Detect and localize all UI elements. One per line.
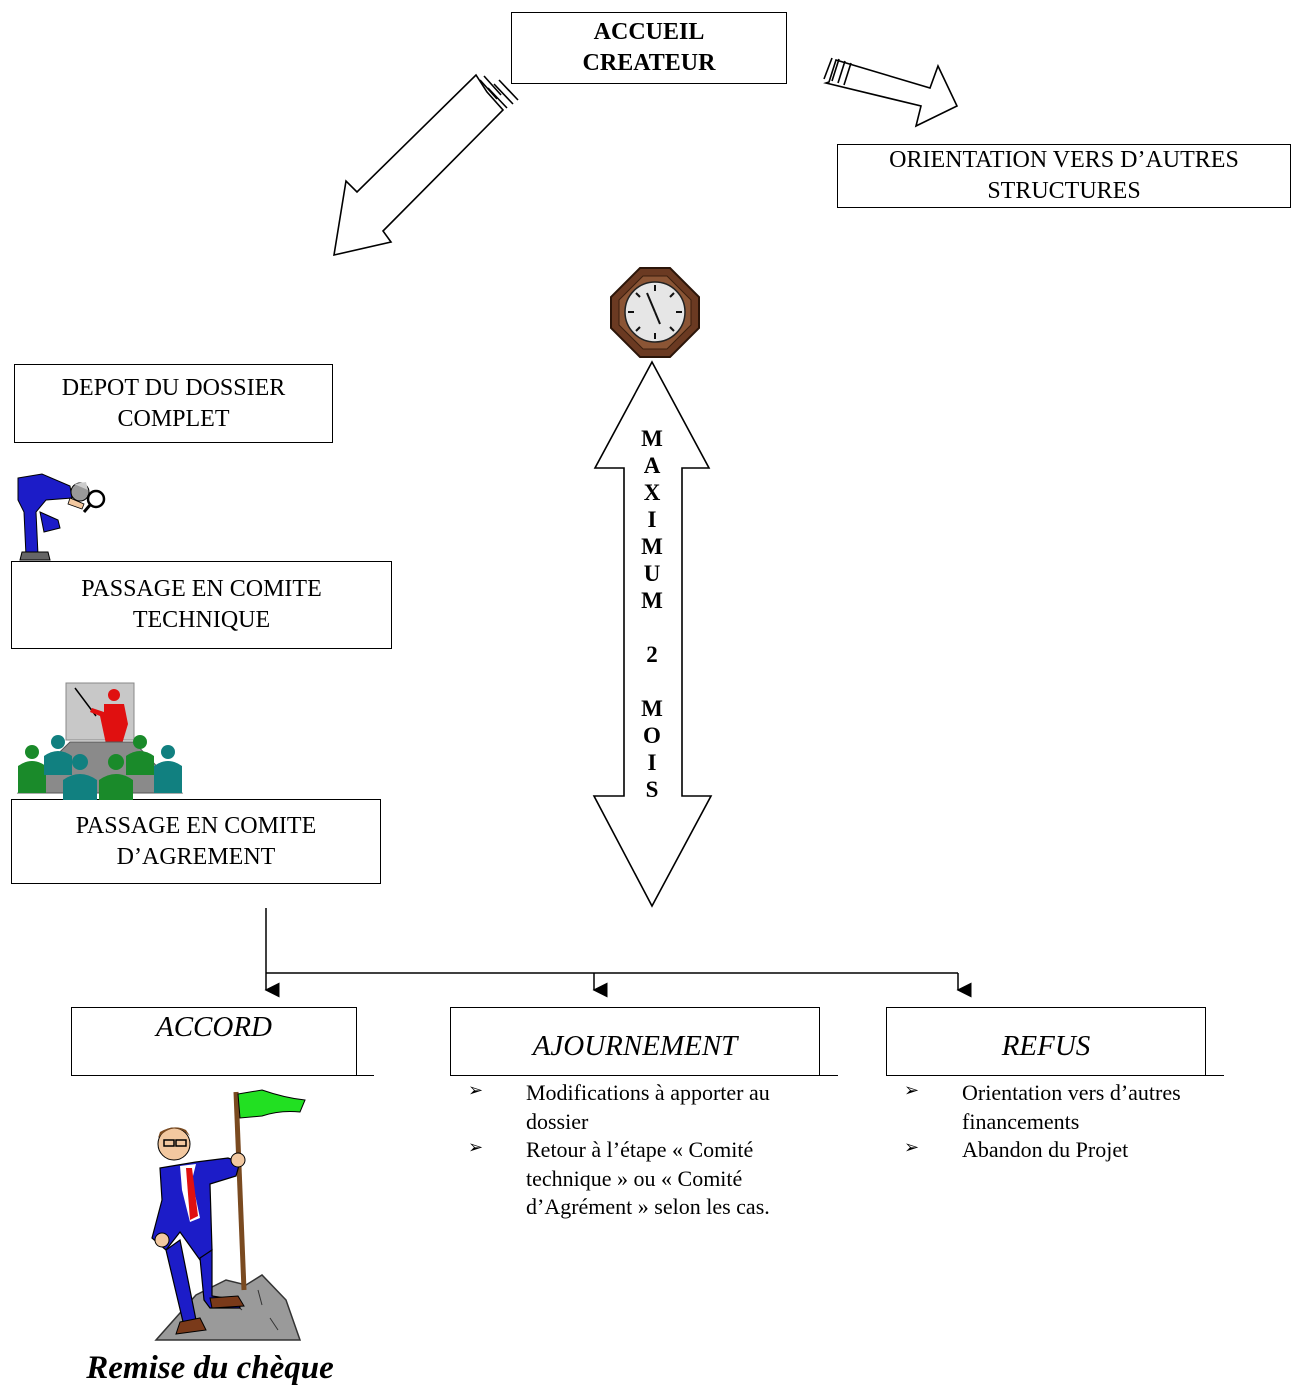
timeline-gap: [630, 614, 674, 641]
outcome-connectors: [264, 908, 972, 998]
list-item: ➢ Orientation vers d’autres financements: [904, 1079, 1234, 1136]
ajournement-title: AJOURNEMENT: [532, 1030, 738, 1062]
timeline-letter: I: [647, 507, 657, 532]
accueil-createur-box: ACCUEIL CREATEUR: [511, 12, 787, 84]
duration-double-arrow: [592, 360, 713, 908]
timeline-letter: M: [641, 534, 663, 559]
arrow-bullet-icon: ➢: [468, 1080, 484, 1100]
accord-underline: [71, 1075, 374, 1076]
orientation-line-2: STRUCTURES: [987, 178, 1141, 204]
technique-line-2: TECHNIQUE: [132, 607, 271, 633]
orientation-line-1: ORIENTATION VERS D’AUTRES: [889, 147, 1239, 174]
success-flag-man-icon: [151, 1089, 306, 1341]
refus-box: REFUS: [886, 1007, 1206, 1076]
accueil-line-2: CREATEUR: [582, 50, 716, 76]
comite-agrement-box: PASSAGE EN COMITE D’AGREMENT: [11, 799, 381, 884]
ajournement-underline: [450, 1075, 838, 1076]
timeline-letter: I: [647, 750, 657, 775]
timeline-letter: S: [645, 777, 659, 802]
depot-line-2: COMPLET: [117, 405, 230, 432]
ajournement-item-2: Retour à l’étape « Comité technique » ou…: [526, 1137, 770, 1220]
refus-underline: [886, 1075, 1224, 1076]
timeline-gap: [630, 668, 674, 695]
ajournement-list: ➢ Modifications à apporter au dossier ➢ Re…: [468, 1079, 818, 1222]
refus-item-1: Orientation vers d’autres financements: [962, 1080, 1181, 1134]
refus-list: ➢Orientation vers d’autres financements …: [904, 1079, 1234, 1165]
ajournement-item-1: Modifications à apporter au dossier: [526, 1080, 770, 1134]
ajournement-box: AJOURNEMENT: [450, 1007, 820, 1076]
remise-cheque-caption: Remise du chèque: [86, 1350, 334, 1386]
orientation-box: ORIENTATION VERS D’AUTRES STRUCTURES: [837, 144, 1291, 208]
agrement-line-2: D’AGREMENT: [116, 843, 276, 870]
timeline-letter: M: [641, 696, 663, 721]
timeline-letter: A: [643, 453, 661, 478]
timeline-letter: 2: [646, 642, 658, 667]
refus-title: REFUS: [1001, 1030, 1091, 1062]
accord-box: ACCORD: [71, 1007, 357, 1076]
arrow-bullet-icon: ➢: [904, 1080, 920, 1100]
arrow-bullet-icon: ➢: [468, 1137, 484, 1158]
list-item: ➢ Modifications à apporter au dossier: [468, 1079, 818, 1136]
arrow-to-orientation-icon: [823, 57, 959, 128]
timeline-letter: O: [643, 723, 661, 748]
accord-title: ACCORD: [156, 1011, 272, 1043]
arrow-to-depot-icon: [333, 73, 519, 257]
timeline-letter: X: [643, 480, 661, 505]
timeline-letter: U: [643, 561, 661, 586]
meeting-presentation-icon: [16, 682, 184, 800]
clock-icon: [610, 267, 700, 358]
list-item: ➢ Abandon du Projet: [904, 1136, 1234, 1165]
depot-dossier-box: DEPOT DU DOSSIER COMPLET: [14, 364, 333, 443]
accueil-line-1: ACCUEIL: [593, 19, 705, 46]
refus-item-2: Abandon du Projet: [962, 1137, 1129, 1163]
list-item: ➢ Retour à l’étape « Comité technique » o…: [468, 1136, 818, 1222]
maximum-2-mois-label: M A X I M U M 2 M O I S: [630, 425, 674, 803]
comite-technique-box: PASSAGE EN COMITE TECHNIQUE: [11, 561, 392, 649]
technique-line-1: PASSAGE EN COMITE: [81, 576, 322, 603]
timeline-letter: M: [641, 426, 663, 451]
depot-line-1: DEPOT DU DOSSIER: [61, 374, 286, 401]
timeline-letter: M: [641, 588, 663, 613]
arrow-bullet-icon: ➢: [904, 1137, 920, 1158]
agrement-line-1: PASSAGE EN COMITE: [75, 812, 317, 839]
inspector-magnifier-icon: [17, 473, 106, 561]
